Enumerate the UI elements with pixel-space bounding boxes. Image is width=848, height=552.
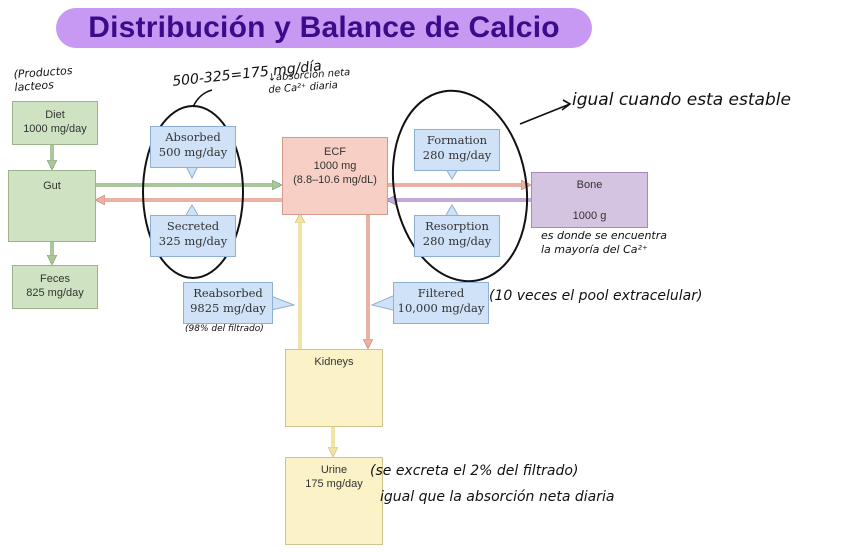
- hand-arrow-igual: [519, 103, 571, 125]
- urine-label: Urine: [320, 464, 348, 476]
- feces-label: Feces: [40, 273, 70, 285]
- urine-box: Urine 175 mg/day: [285, 457, 383, 545]
- secreted-label: Secreted: [166, 219, 220, 233]
- ellipse-bone-exchange: [391, 89, 529, 283]
- note-bone-line2: la mayoría del Ca²⁺: [541, 243, 648, 256]
- bone-box: Bone 1000 g: [531, 172, 648, 228]
- secreted-label-box: Secreted 325 mg/day: [150, 215, 236, 257]
- page-title: Distribución y Balance de Calcio: [56, 8, 592, 48]
- filtered-label-box: Filtered 10,000 mg/day: [393, 282, 489, 324]
- note-igual-estable: igual cuando esta estable: [572, 90, 791, 110]
- feces-value: 825 mg/day: [26, 287, 84, 299]
- resorption-label-box: Resorption 280 mg/day: [414, 215, 500, 257]
- note-igual-absorcion: igual que la absorción neta diaria: [380, 489, 615, 505]
- note-reabsorbed-pct: (98% del filtrado): [185, 324, 264, 334]
- note-excreta: (se excreta el 2% del filtrado): [370, 463, 579, 479]
- secreted-value: 325 mg/day: [158, 234, 228, 248]
- diet-box: Diet 1000 mg/day: [12, 101, 98, 145]
- label-pointers: [185, 165, 459, 311]
- kidneys-box: Kidneys: [285, 349, 383, 427]
- formation-label: Formation: [426, 133, 488, 147]
- hand-arrow-calc: [192, 89, 213, 108]
- ecf-value: 1000 mg: [313, 160, 357, 172]
- diet-label: Diet: [45, 109, 65, 121]
- feces-box: Feces 825 mg/day: [12, 265, 98, 309]
- kidneys-label: Kidneys: [314, 356, 354, 368]
- resorption-label: Resorption: [425, 219, 489, 233]
- formation-label-box: Formation 280 mg/day: [414, 129, 500, 171]
- absorbed-label: Absorbed: [165, 130, 221, 144]
- bone-value: 1000 g: [572, 210, 607, 222]
- note-bone-line1: es donde se encuentra: [541, 229, 667, 242]
- bone-label: Bone: [576, 179, 603, 191]
- ecf-label: ECF: [324, 146, 346, 158]
- diet-value: 1000 mg/day: [23, 123, 87, 135]
- note-diez-veces: (10 veces el pool extracelular): [489, 288, 703, 304]
- reabsorbed-label: Reabsorbed: [193, 286, 263, 300]
- ecf-range: (8.8–10.6 mg/dL): [293, 174, 377, 186]
- ecf-box: ECF 1000 mg (8.8–10.6 mg/dL): [282, 137, 388, 215]
- resorption-value: 280 mg/day: [422, 234, 492, 248]
- absorbed-value: 500 mg/day: [158, 145, 228, 159]
- reabsorbed-label-box: Reabsorbed 9825 mg/day: [183, 282, 273, 324]
- note-bone-mayoria: es donde se encuentra la mayoría del Ca²…: [541, 229, 667, 257]
- reabsorbed-value: 9825 mg/day: [190, 301, 266, 315]
- filtered-value: 10,000 mg/day: [397, 301, 485, 315]
- gut-box: Gut: [8, 170, 96, 242]
- filtered-label: Filtered: [417, 286, 465, 300]
- note-productos-lacteos: (Productos lacteos: [13, 64, 74, 94]
- absorbed-label-box: Absorbed 500 mg/day: [150, 126, 236, 168]
- urine-value: 175 mg/day: [305, 478, 363, 490]
- gut-label: Gut: [43, 180, 61, 192]
- formation-value: 280 mg/day: [422, 148, 492, 162]
